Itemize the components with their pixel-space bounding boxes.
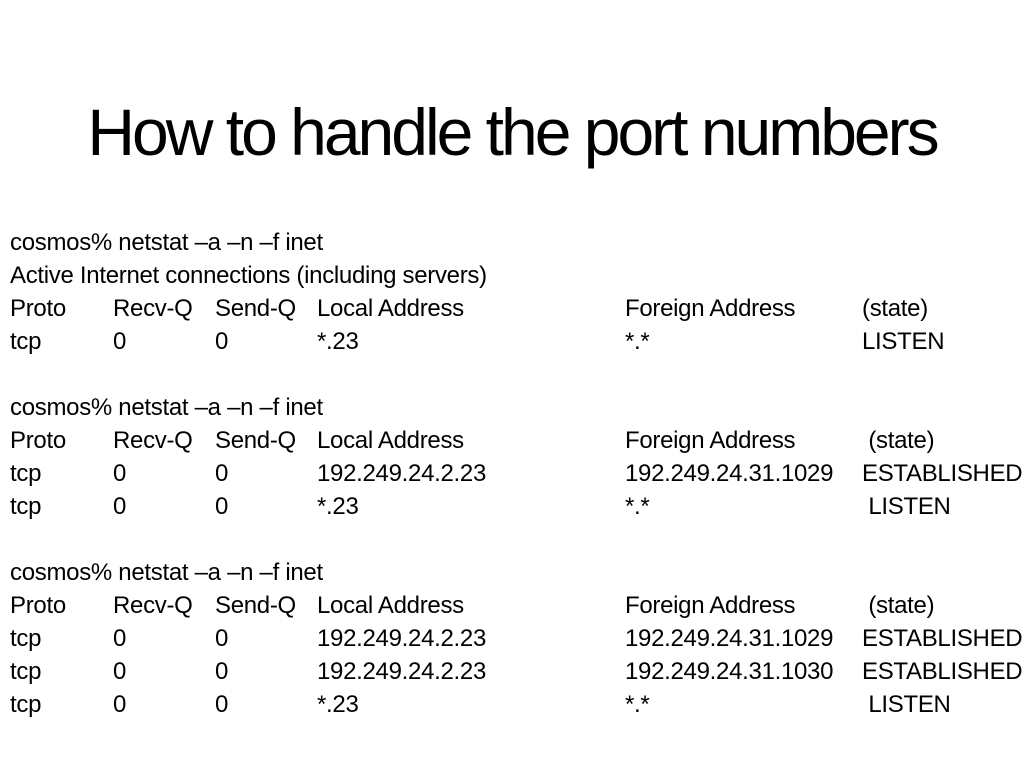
table-header-row: Proto Recv-Q Send-Q Local Address Foreig… — [10, 292, 1016, 325]
cell-foreign-address: *.* — [625, 691, 650, 718]
command-text: cosmos% netstat –a –n –f inet — [10, 559, 323, 586]
col-header-recv-q: Recv-Q — [113, 295, 193, 322]
terminal-output: cosmos% netstat –a –n –f inet Active Int… — [10, 226, 1023, 721]
cell-recv-q: 0 — [113, 625, 127, 652]
cell-recv-q: 0 — [113, 691, 127, 718]
col-header-recv-q: Recv-Q — [113, 427, 193, 454]
table-header-row: Proto Recv-Q Send-Q Local Address Foreig… — [10, 589, 1016, 622]
cell-send-q: 0 — [215, 328, 229, 355]
col-header-foreign-address: Foreign Address — [625, 427, 796, 454]
cell-recv-q: 0 — [113, 460, 127, 487]
netstat-block-2: cosmos% netstat –a –n –f inet Proto Recv… — [10, 391, 1023, 523]
command-line: cosmos% netstat –a –n –f inet — [10, 556, 1016, 589]
table-row: tcp 0 0 *.23 *.* LISTEN — [10, 490, 1016, 523]
cell-local-address: 192.249.24.2.23 — [317, 658, 486, 685]
cell-send-q: 0 — [215, 493, 229, 520]
command-line: cosmos% netstat –a –n –f inet — [10, 391, 1016, 424]
col-header-proto: Proto — [10, 592, 66, 619]
block-gap — [10, 358, 1016, 391]
cell-proto: tcp — [10, 328, 42, 355]
info-text: Active Internet connections (including s… — [10, 262, 487, 289]
cell-state: LISTEN — [862, 691, 951, 718]
cell-proto: tcp — [10, 493, 42, 520]
cell-local-address: 192.249.24.2.23 — [317, 625, 486, 652]
cell-send-q: 0 — [215, 460, 229, 487]
table-row: tcp 0 0 *.23 *.* LISTEN — [10, 325, 1016, 358]
col-header-proto: Proto — [10, 295, 66, 322]
cell-send-q: 0 — [215, 625, 229, 652]
netstat-block-1: cosmos% netstat –a –n –f inet Active Int… — [10, 226, 1016, 358]
cell-proto: tcp — [10, 460, 42, 487]
col-header-state: (state) — [862, 427, 935, 454]
cell-proto: tcp — [10, 658, 42, 685]
cell-foreign-address: 192.249.24.31.1029 — [625, 460, 834, 487]
col-header-state: (state) — [862, 295, 928, 322]
table-row: tcp 0 0 *.23 *.* LISTEN — [10, 688, 1016, 721]
cell-local-address: *.23 — [317, 493, 359, 520]
table-row: tcp 0 0 192.249.24.2.23 192.249.24.31.10… — [10, 457, 1023, 490]
block-gap — [10, 523, 1016, 556]
col-header-recv-q: Recv-Q — [113, 592, 193, 619]
table-row: tcp 0 0 192.249.24.2.23 192.249.24.31.10… — [10, 622, 1023, 655]
cell-recv-q: 0 — [113, 493, 127, 520]
col-header-foreign-address: Foreign Address — [625, 295, 796, 322]
table-header-row: Proto Recv-Q Send-Q Local Address Foreig… — [10, 424, 1016, 457]
cell-foreign-address: *.* — [625, 493, 650, 520]
cell-state: ESTABLISHED — [862, 460, 1023, 487]
cell-recv-q: 0 — [113, 328, 127, 355]
cell-local-address: 192.249.24.2.23 — [317, 460, 486, 487]
cell-send-q: 0 — [215, 658, 229, 685]
col-header-send-q: Send-Q — [215, 295, 296, 322]
output-info-line: Active Internet connections (including s… — [10, 259, 1016, 292]
cell-send-q: 0 — [215, 691, 229, 718]
cell-state: LISTEN — [862, 328, 945, 355]
cell-foreign-address: 192.249.24.31.1029 — [625, 625, 834, 652]
netstat-block-3: cosmos% netstat –a –n –f inet Proto Recv… — [10, 556, 1023, 721]
cell-state: LISTEN — [862, 493, 951, 520]
command-text: cosmos% netstat –a –n –f inet — [10, 229, 323, 256]
cell-local-address: *.23 — [317, 328, 359, 355]
col-header-send-q: Send-Q — [215, 427, 296, 454]
cell-proto: tcp — [10, 691, 42, 718]
col-header-proto: Proto — [10, 427, 66, 454]
table-row: tcp 0 0 192.249.24.2.23 192.249.24.31.10… — [10, 655, 1023, 688]
col-header-local-address: Local Address — [317, 295, 464, 322]
slide-title: How to handle the port numbers — [87, 95, 939, 169]
command-text: cosmos% netstat –a –n –f inet — [10, 394, 323, 421]
col-header-local-address: Local Address — [317, 427, 464, 454]
cell-foreign-address: *.* — [625, 328, 650, 355]
col-header-state: (state) — [862, 592, 935, 619]
cell-foreign-address: 192.249.24.31.1030 — [625, 658, 834, 685]
cell-local-address: *.23 — [317, 691, 359, 718]
col-header-local-address: Local Address — [317, 592, 464, 619]
cell-state: ESTABLISHED — [862, 625, 1023, 652]
col-header-send-q: Send-Q — [215, 592, 296, 619]
cell-recv-q: 0 — [113, 658, 127, 685]
col-header-foreign-address: Foreign Address — [625, 592, 796, 619]
command-line: cosmos% netstat –a –n –f inet — [10, 226, 1016, 259]
cell-state: ESTABLISHED — [862, 658, 1023, 685]
cell-proto: tcp — [10, 625, 42, 652]
